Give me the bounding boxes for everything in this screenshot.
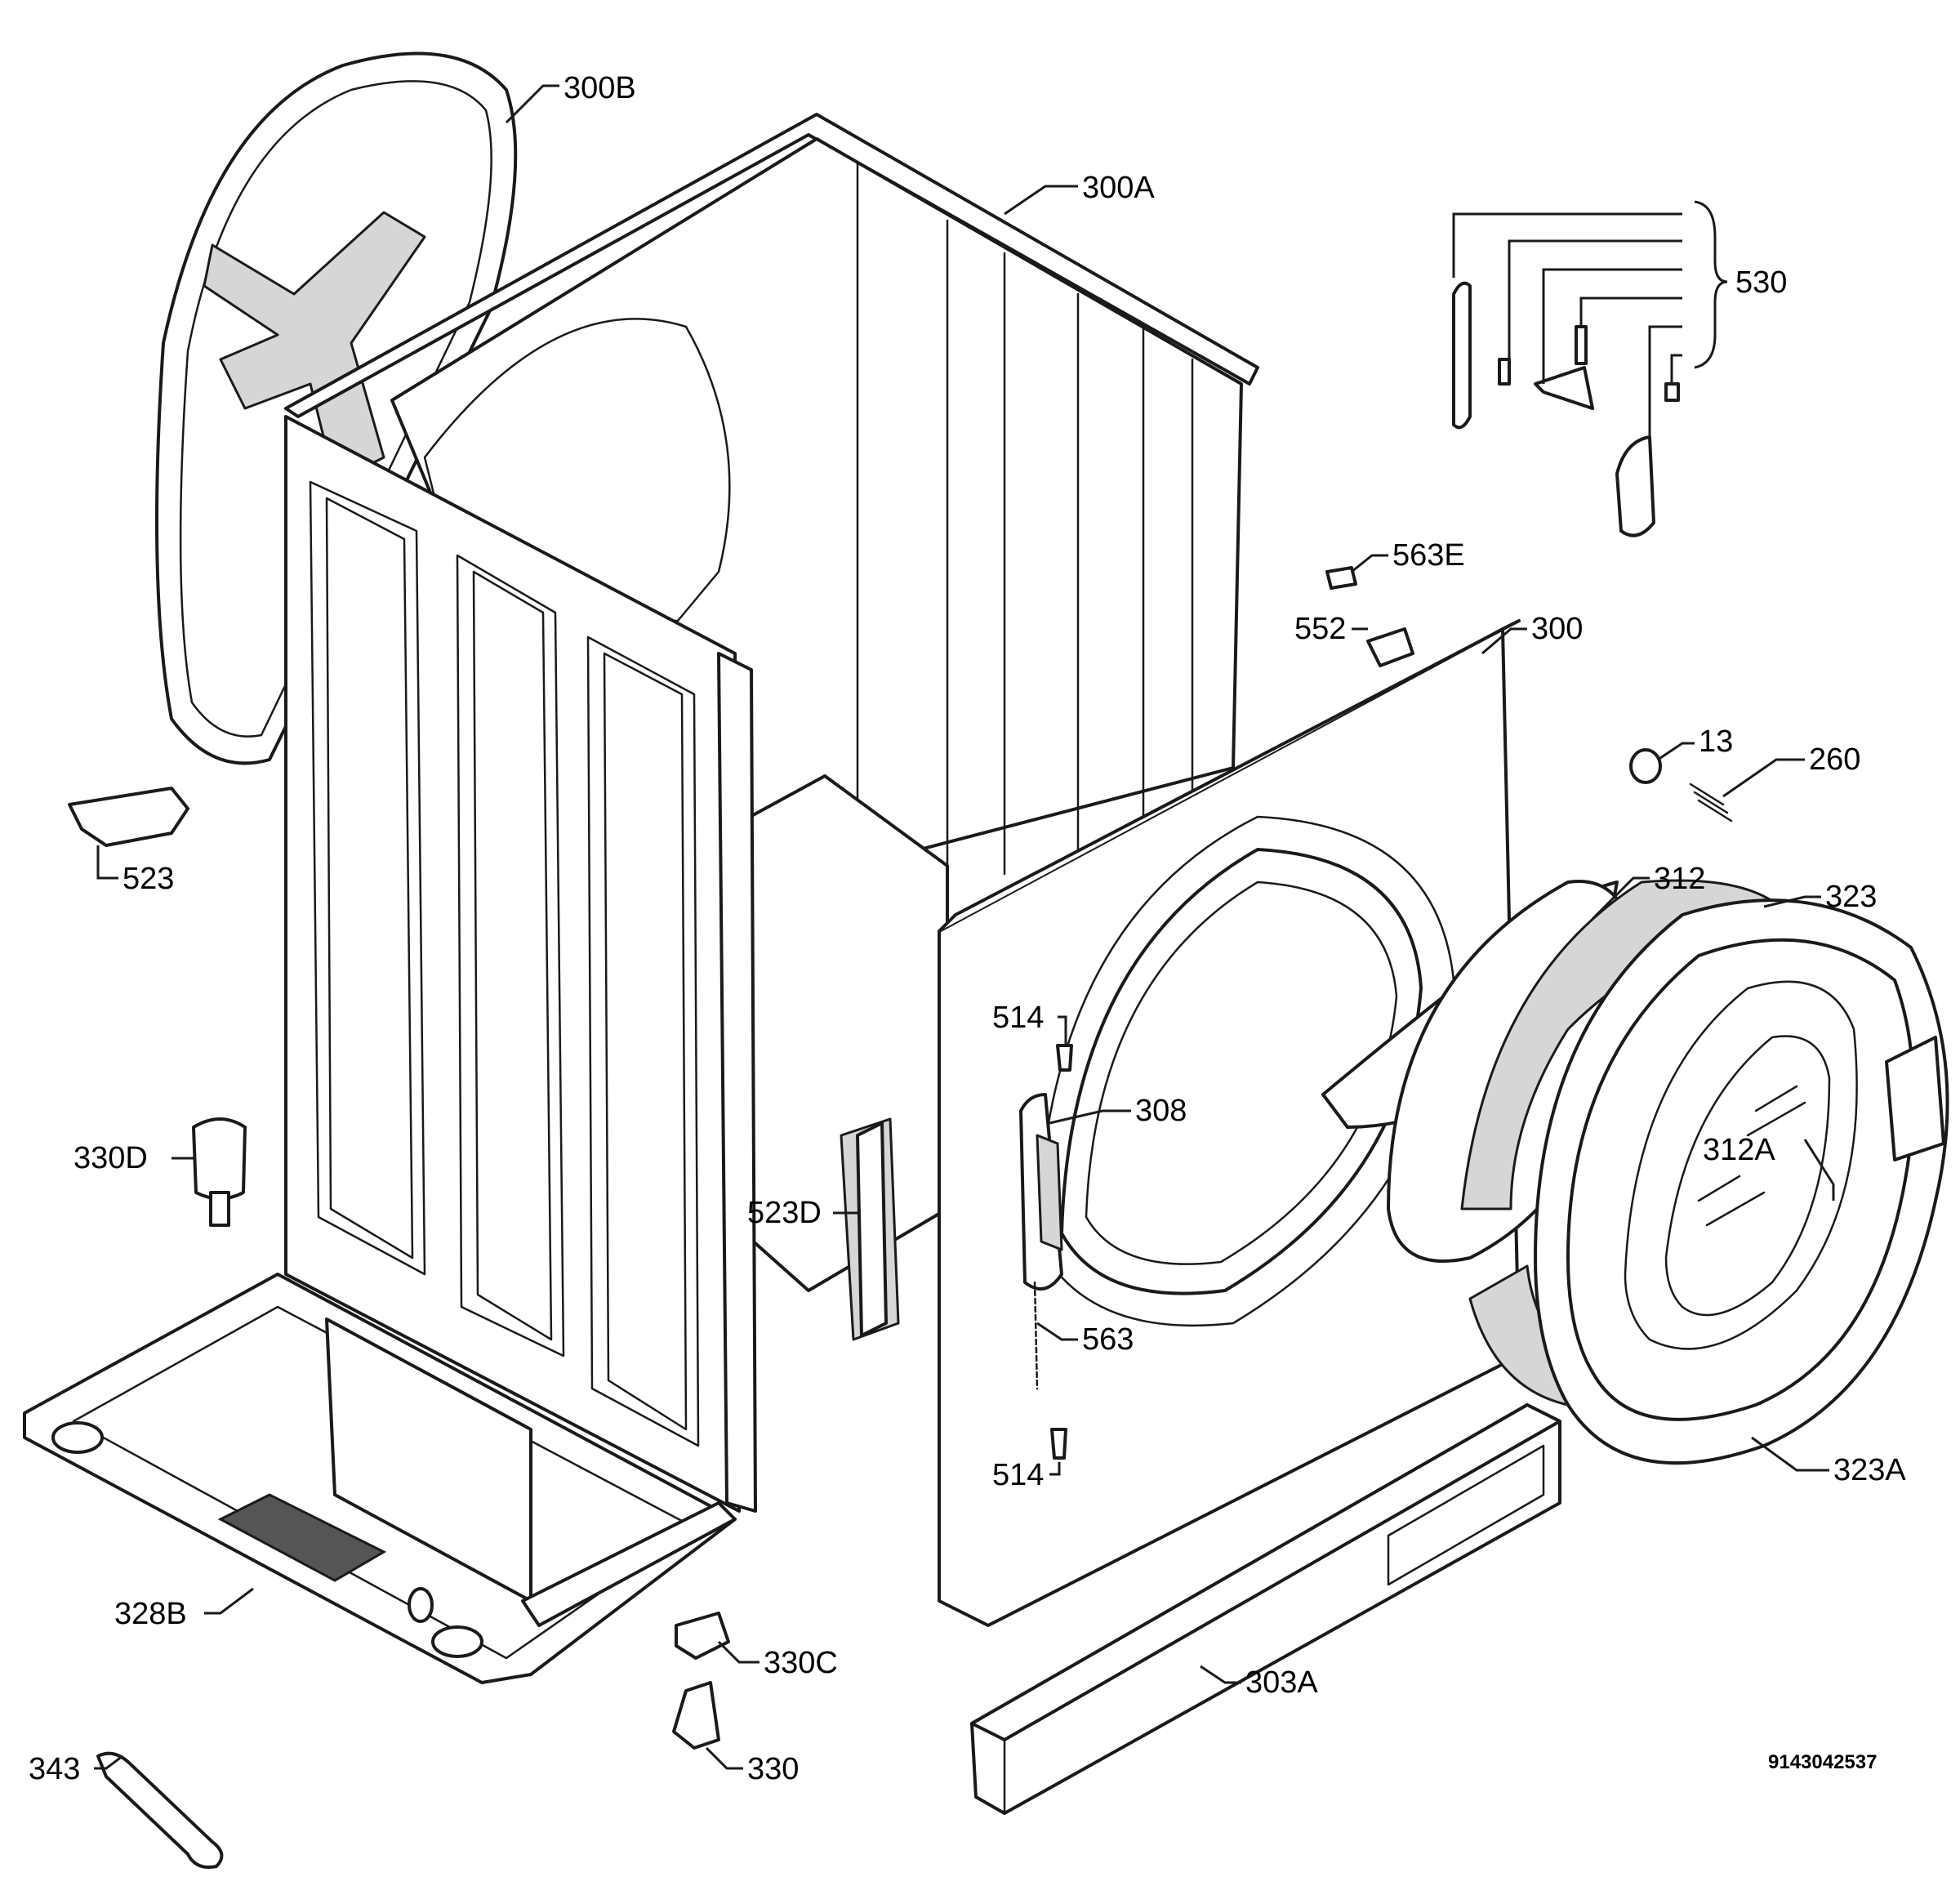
label-514-top: 514 bbox=[992, 1001, 1044, 1035]
label-312: 312 bbox=[1654, 862, 1705, 896]
label-303A: 303A bbox=[1245, 1665, 1318, 1700]
label-523: 523 bbox=[122, 862, 174, 896]
label-563: 563 bbox=[1082, 1322, 1134, 1357]
label-523D: 523D bbox=[747, 1196, 822, 1230]
part-552-microswitch[interactable] bbox=[1366, 627, 1414, 667]
label-13: 13 bbox=[1699, 724, 1733, 759]
label-343: 343 bbox=[29, 1752, 80, 1786]
label-552: 552 bbox=[1294, 612, 1346, 646]
part-523D-bracket[interactable] bbox=[856, 1121, 888, 1337]
part-563-door-wire[interactable] bbox=[1033, 1281, 1039, 1390]
part-343-spanner[interactable] bbox=[96, 1751, 224, 1869]
label-300A: 300A bbox=[1082, 171, 1155, 205]
part-303A-kick-plate[interactable] bbox=[970, 1403, 1561, 1815]
label-330: 330 bbox=[747, 1752, 799, 1786]
part-514-pin-bottom[interactable] bbox=[1050, 1428, 1067, 1460]
label-260: 260 bbox=[1809, 742, 1860, 777]
part-312A-door-glass[interactable] bbox=[1664, 1035, 1831, 1317]
label-328B: 328B bbox=[114, 1597, 187, 1631]
label-323: 323 bbox=[1825, 880, 1877, 914]
label-300: 300 bbox=[1531, 612, 1583, 646]
part-13-cap[interactable] bbox=[1629, 748, 1662, 784]
label-312A: 312A bbox=[1703, 1133, 1775, 1167]
part-323A-outer-door-ring[interactable] bbox=[1534, 898, 1949, 1465]
label-323A: 323A bbox=[1833, 1453, 1906, 1487]
part-300-front-panel[interactable] bbox=[938, 619, 1521, 1627]
part-330-foot[interactable] bbox=[672, 1681, 720, 1750]
part-260-spring[interactable] bbox=[1689, 782, 1733, 823]
label-330D: 330D bbox=[74, 1141, 148, 1175]
part-330D-foot[interactable] bbox=[192, 1117, 247, 1227]
label-563E: 563E bbox=[1392, 538, 1465, 573]
part-308-door-lock[interactable] bbox=[1019, 1093, 1063, 1291]
label-514-bottom: 514 bbox=[992, 1458, 1044, 1492]
part-330C-nut[interactable] bbox=[675, 1612, 730, 1660]
drawing-number: 9143042537 bbox=[1768, 1751, 1877, 1773]
part-328B-base-tray[interactable] bbox=[23, 1273, 737, 1684]
part-563E-small-part[interactable] bbox=[1325, 566, 1357, 590]
label-300B: 300B bbox=[564, 71, 636, 105]
label-530: 530 bbox=[1735, 265, 1787, 300]
label-330C: 330C bbox=[764, 1646, 838, 1680]
part-530-hinge-set[interactable] bbox=[1452, 281, 1680, 537]
part-514-pin-top[interactable] bbox=[1056, 1044, 1073, 1072]
label-308: 308 bbox=[1135, 1094, 1187, 1128]
part-523-clip[interactable] bbox=[68, 787, 189, 847]
leader-lines bbox=[94, 84, 1835, 1770]
part-300A-cabinet[interactable] bbox=[284, 113, 1259, 1513]
